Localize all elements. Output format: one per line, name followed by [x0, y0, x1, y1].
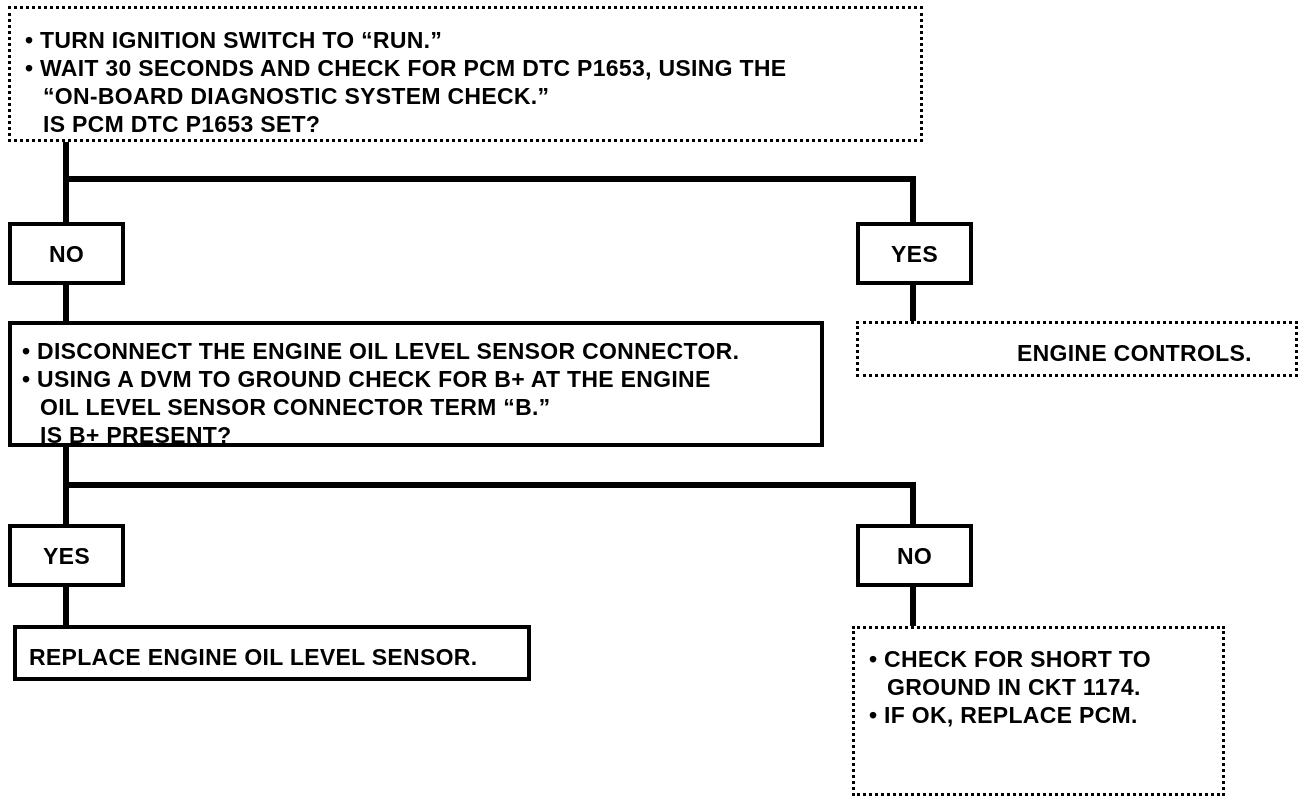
branch2-no-text: NO	[896, 542, 933, 569]
branch1-yes-text: YES	[891, 240, 938, 267]
branch1-yes-label: YES	[856, 222, 973, 285]
yes1-result-box: ENGINE CONTROLS.	[856, 321, 1298, 377]
step2-line: • DISCONNECT THE ENGINE OIL LEVEL SENSOR…	[22, 338, 740, 364]
no2-result-line: GROUND IN CKT 1174.	[887, 674, 1141, 700]
no2-result-line: • IF OK, REPLACE PCM.	[869, 702, 1138, 728]
branch2-yes-text: YES	[43, 542, 90, 569]
no2-result-line: • CHECK FOR SHORT TO	[869, 646, 1151, 672]
connector-no1-to-step2	[63, 284, 69, 322]
connector-branch1-horizontal	[63, 176, 916, 182]
connector-yes1-to-result	[910, 284, 916, 322]
step2-line: • USING A DVM TO GROUND CHECK FOR B+ AT …	[22, 366, 711, 392]
branch2-yes-label: YES	[8, 524, 125, 587]
step1-line: • TURN IGNITION SWITCH TO “RUN.”	[25, 27, 443, 53]
branch2-no-label: NO	[856, 524, 973, 587]
no2-result-box: • CHECK FOR SHORT TO GROUND IN CKT 1174.…	[852, 626, 1225, 796]
step1-line: “ON-BOARD DIAGNOSTIC SYSTEM CHECK.”	[43, 83, 550, 109]
connector-step1-down	[63, 142, 69, 224]
step2-box: • DISCONNECT THE ENGINE OIL LEVEL SENSOR…	[8, 321, 824, 448]
step2-line: IS B+ PRESENT?	[40, 422, 232, 448]
yes1-result-text: ENGINE CONTROLS.	[1017, 340, 1252, 366]
yes2-result-text: REPLACE ENGINE OIL LEVEL SENSOR.	[29, 644, 478, 670]
step1-line: IS PCM DTC P1653 SET?	[43, 111, 321, 137]
connector-branch2-horizontal	[63, 482, 916, 488]
connector-branch1-right-down	[910, 176, 916, 224]
branch1-no-text: NO	[48, 240, 85, 267]
connector-no2-to-result	[910, 586, 916, 628]
connector-yes2-to-result	[63, 586, 69, 626]
step2-line: OIL LEVEL SENSOR CONNECTOR TERM “B.”	[40, 394, 551, 420]
connector-branch2-right-down	[910, 482, 916, 526]
yes2-result-box: REPLACE ENGINE OIL LEVEL SENSOR.	[13, 625, 531, 681]
step1-line: • WAIT 30 SECONDS AND CHECK FOR PCM DTC …	[25, 55, 787, 81]
branch1-no-label: NO	[8, 222, 125, 285]
step1-box: • TURN IGNITION SWITCH TO “RUN.” • WAIT …	[8, 6, 923, 142]
